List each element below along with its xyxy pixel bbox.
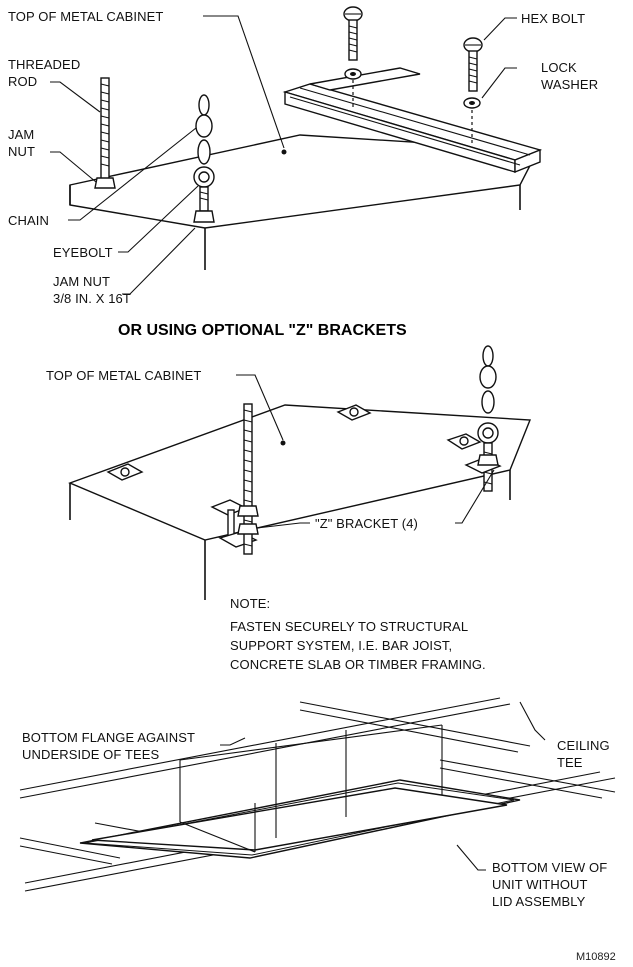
- bottom-view-label-1: BOTTOM VIEW OF: [492, 860, 607, 875]
- note-block: NOTE: FASTEN SECURELY TO STRUCTURAL SUPP…: [230, 596, 486, 672]
- note-line-1: FASTEN SECURELY TO STRUCTURAL: [230, 619, 468, 634]
- ceiling-tee-label-1: CEILING: [557, 738, 610, 753]
- top-labels: TOP OF METAL CABINET THREADED ROD JAM NU…: [8, 9, 598, 306]
- chain-label: CHAIN: [8, 213, 49, 228]
- jam-nut-label-1: JAM: [8, 127, 34, 142]
- threaded-rod: [94, 77, 116, 189]
- eyebolt-label: EYEBOLT: [53, 245, 113, 260]
- z-bracket-heading: OR USING OPTIONAL "Z" BRACKETS: [118, 322, 407, 339]
- ceiling-tee-label-2: TEE: [557, 755, 583, 770]
- threaded-rod-label-2: ROD: [8, 74, 37, 89]
- ceiling-leader-lines: [220, 701, 546, 871]
- z-bracket-illustration: TOP OF METAL CABINET "Z" BRACKET (4): [46, 345, 532, 600]
- unit-bottom-frame: [79, 724, 521, 859]
- z-labels: TOP OF METAL CABINET "Z" BRACKET (4): [46, 368, 418, 531]
- flange-label-2: UNDERSIDE OF TEES: [22, 747, 159, 762]
- top-leader-lines: [50, 15, 517, 295]
- jam-nut-label-2: NUT: [8, 144, 35, 159]
- note-title: NOTE:: [230, 596, 270, 611]
- note-line-3: CONCRETE SLAB OR TIMBER FRAMING.: [230, 657, 486, 672]
- chain-eyebolt: [193, 94, 215, 223]
- bracket-tab-left: [106, 463, 144, 481]
- top-view-illustration: TOP OF METAL CABINET THREADED ROD JAM NU…: [8, 6, 598, 306]
- z-bracket-label: "Z" BRACKET (4): [315, 516, 418, 531]
- threaded-rod-label-1: THREADED: [8, 57, 80, 72]
- jam-nut-spec-label-2: 3/8 IN. X 16T: [53, 291, 131, 306]
- flange-label-1: BOTTOM FLANGE AGAINST: [22, 730, 195, 745]
- figure-code: M10892: [576, 951, 616, 963]
- note-line-2: SUPPORT SYSTEM, I.E. BAR JOIST,: [230, 638, 452, 653]
- hex-bolt-left: [343, 6, 363, 110]
- z-bracket-front: [210, 403, 259, 555]
- ceiling-labels: BOTTOM FLANGE AGAINST UNDERSIDE OF TEES …: [22, 730, 610, 909]
- metal-cabinet-top-2: [68, 404, 532, 600]
- z-bracket-right-chain: [464, 345, 502, 492]
- ceiling-grid-illustration: BOTTOM FLANGE AGAINST UNDERSIDE OF TEES …: [19, 697, 616, 909]
- bracket-tab-back: [336, 404, 372, 421]
- z-leader-lines: [236, 374, 495, 529]
- channel-bracket: [282, 67, 543, 174]
- bottom-view-label-3: LID ASSEMBLY: [492, 894, 586, 909]
- lock-washer-label-1: LOCK: [541, 60, 577, 75]
- hex-bolt-right: [463, 37, 483, 145]
- lock-washer-label-2: WASHER: [541, 77, 598, 92]
- bottom-view-label-2: UNIT WITHOUT: [492, 877, 588, 892]
- cabinet-top-label-2: TOP OF METAL CABINET: [46, 368, 201, 383]
- jam-nut-spec-label-1: JAM NUT: [53, 274, 110, 289]
- metal-cabinet-top: [69, 134, 540, 270]
- cabinet-top-label: TOP OF METAL CABINET: [8, 9, 163, 24]
- hex-bolt-label: HEX BOLT: [521, 11, 585, 26]
- bracket-tab-right: [446, 433, 482, 450]
